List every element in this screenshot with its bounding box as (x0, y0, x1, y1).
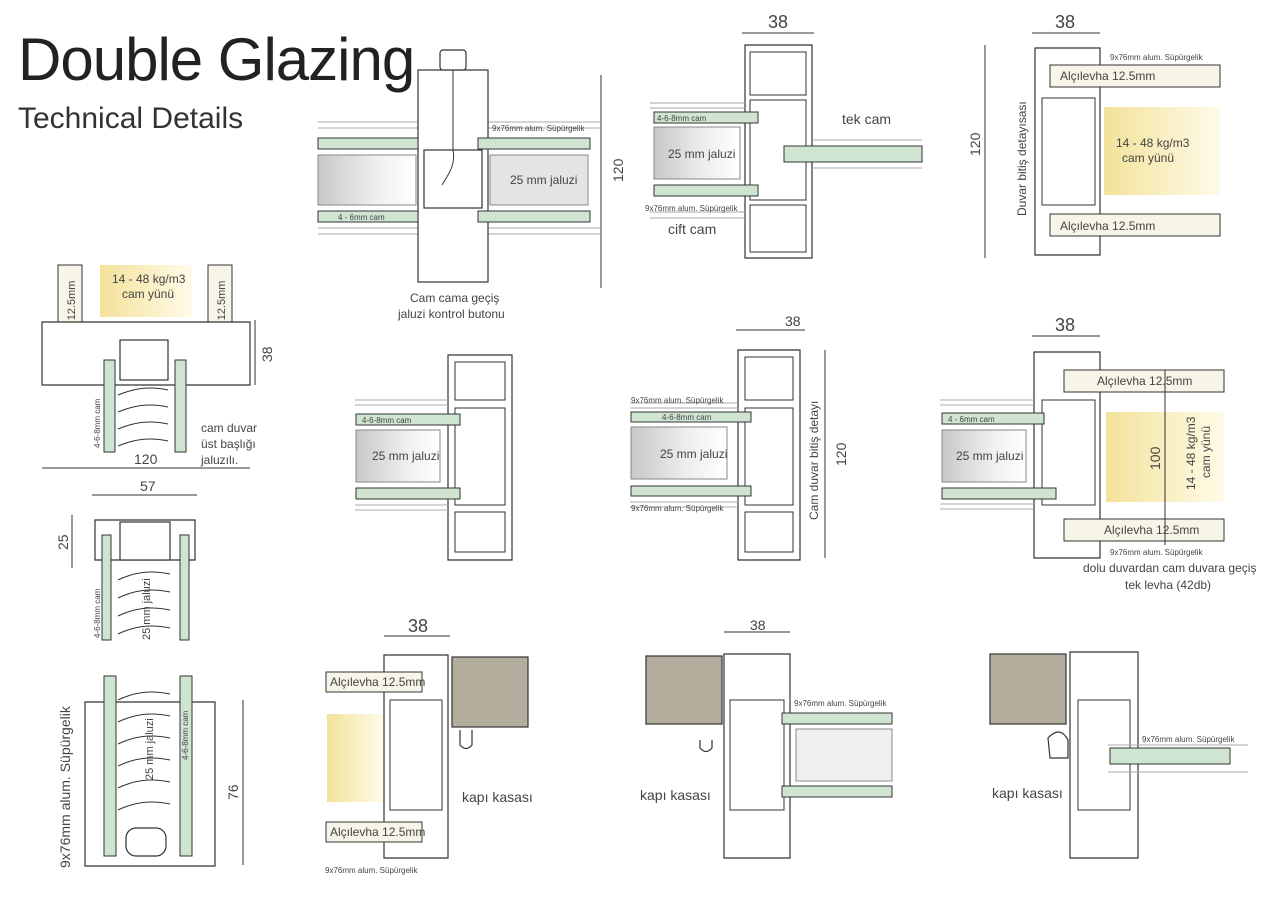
page-subtitle: Technical Details (18, 102, 244, 135)
wool-density-label: 14 - 48 kg/m3 (1184, 416, 1198, 490)
blind-label: 25 mm jaluzi (372, 449, 439, 463)
skirting-label: 9x76mm alum. Süpürgelik (1142, 735, 1235, 744)
detail-solid-to-glass: 38 4 - 6mm cam 25 mm jaluzi Alçılevha 12… (940, 315, 1256, 592)
detail-glass-to-glass: 9x76mm alum. Süpürgelik 25 mm jaluzi 4 -… (317, 49, 626, 321)
blind-label: 25 mm jaluzi (510, 173, 577, 187)
blind-label: 25 mm jaluzi (668, 147, 735, 161)
wool-density-label: 14 - 48 kg/m3 (112, 272, 186, 286)
detail-door-frame-board: 38 Alçılevha 12.5mm Alçılevha 12.5mm kap… (325, 616, 533, 875)
skirting-label: 9x76mm alum. Süpürgelik (645, 204, 738, 213)
dimension-38: 38 (750, 617, 766, 633)
door-frame-label: kapı kasası (640, 787, 711, 803)
dimension-38: 38 (1055, 315, 1075, 335)
skirting-label: 9x76mm alum. Süpürgelik (631, 504, 724, 513)
detail-skirting: 9x76mm alum. Süpürgelik 25 mm jaluzi 4-6… (57, 675, 244, 868)
dimension-120: 120 (610, 158, 626, 182)
skirting-label: 9x76mm alum. Süpürgelik (1110, 53, 1203, 62)
dimension-38: 38 (408, 616, 428, 636)
board-label: Alçılevha 12.5mm (330, 675, 425, 689)
board-label: Alçılevha 12.5mm (1104, 523, 1199, 537)
solid-to-glass-label-1: dolu duvardan cam duvara geçiş (1083, 561, 1256, 575)
blind-label: 25 mm jaluzi (144, 718, 156, 780)
dimension-100: 100 (1147, 446, 1163, 470)
detail-header: 14 - 48 kg/m3 cam yünü Alçılevha 12.5mm … (41, 264, 275, 469)
glass-label: 4-6-8mm cam (93, 588, 102, 638)
detail-glass-wall-junction: 38 9x76mm alum. Süpürgelik 4-6-8mm cam 2… (630, 313, 849, 561)
double-glass-label: cift cam (668, 221, 716, 237)
wall-junction-label: Duvar bitiş detayısası (1015, 101, 1029, 216)
detail-door-frame-single: 9x76mm alum. Süpürgelik kapı kasası (989, 651, 1248, 859)
glass-label: 4-6-8mm cam (362, 416, 412, 425)
skirting-vertical-label: 9x76mm alum. Süpürgelik (57, 705, 73, 868)
dimension-38: 38 (785, 313, 801, 329)
skirting-label: 9x76mm alum. Süpürgelik (325, 866, 418, 875)
glass-wall-junction-label: Cam duvar bitiş detayı (807, 401, 821, 520)
detail-door-frame-glass: 38 9x76mm alum. Süpürgelik kapı kasası (640, 617, 893, 859)
detail-wall-junction: 38 120 Duvar bitiş detayısası 9x76mm alu… (967, 12, 1221, 258)
dimension-120: 120 (833, 442, 849, 466)
transition-label-2: jaluzi kontrol butonu (397, 307, 505, 321)
board-label: Alçılevha 12.5mm (1060, 219, 1155, 233)
dimension-25: 25 (55, 534, 71, 550)
header-label-1: cam duvar (201, 421, 257, 435)
dimension-38: 38 (1055, 12, 1075, 32)
dimension-76: 76 (225, 784, 241, 800)
door-frame-label: kapı kasası (992, 785, 1063, 801)
wool-label: cam yünü (1122, 151, 1174, 165)
single-glass-label: tek cam (842, 111, 891, 127)
detail-single-double-glass: 38 4-6-8mm cam 25 mm jaluzi 9x76mm alum.… (645, 12, 923, 259)
board-label: Alçılevha 12.5mm (1060, 69, 1155, 83)
glass-label: 4-6-8mm cam (181, 710, 190, 760)
door-frame-label: kapı kasası (462, 789, 533, 805)
transition-label-1: Cam cama geçiş (410, 291, 499, 305)
wool-density-label: 14 - 48 kg/m3 (1116, 136, 1190, 150)
glass-label: 4 - 6mm cam (338, 213, 385, 222)
skirting-label: 9x76mm alum. Süpürgelik (492, 124, 585, 133)
skirting-label: 9x76mm alum. Süpürgelik (631, 396, 724, 405)
glass-label: 4-6-8mm cam (662, 413, 712, 422)
detail-57-profile: 57 25 4-6-8mm cam 25 mm jaluzi (55, 478, 197, 641)
dimension-120: 120 (134, 451, 158, 467)
glass-label: 4-6-8mm cam (93, 398, 102, 448)
blind-label: 25 mm jaluzi (141, 578, 153, 640)
glass-label: 4-6-8mm cam (657, 114, 707, 123)
skirting-label: 9x76mm alum. Süpürgelik (1110, 548, 1203, 557)
dimension-38: 38 (259, 346, 275, 362)
header-label-2: üst başlığı (201, 437, 256, 451)
detail-glass-profile-a: 4-6-8mm cam 25 mm jaluzi (355, 354, 513, 561)
wool-label: cam yünü (1199, 426, 1213, 478)
dimension-38: 38 (768, 12, 788, 32)
board-label: Alçılevha 12.5mm (1097, 374, 1192, 388)
board-label: Alçılevha 12.5mm (330, 825, 425, 839)
skirting-label: 9x76mm alum. Süpürgelik (794, 699, 887, 708)
solid-to-glass-label-2: tek levha (42db) (1125, 578, 1211, 592)
blind-label: 25 mm jaluzi (956, 449, 1023, 463)
glass-label: 4 - 6mm cam (948, 415, 995, 424)
dimension-120: 120 (967, 132, 983, 156)
dimension-57: 57 (140, 478, 156, 494)
page-title: Double Glazing (18, 26, 415, 93)
wool-label: cam yünü (122, 287, 174, 301)
blind-label: 25 mm jaluzi (660, 447, 727, 461)
header-label-3: jaluzılı. (200, 453, 238, 467)
